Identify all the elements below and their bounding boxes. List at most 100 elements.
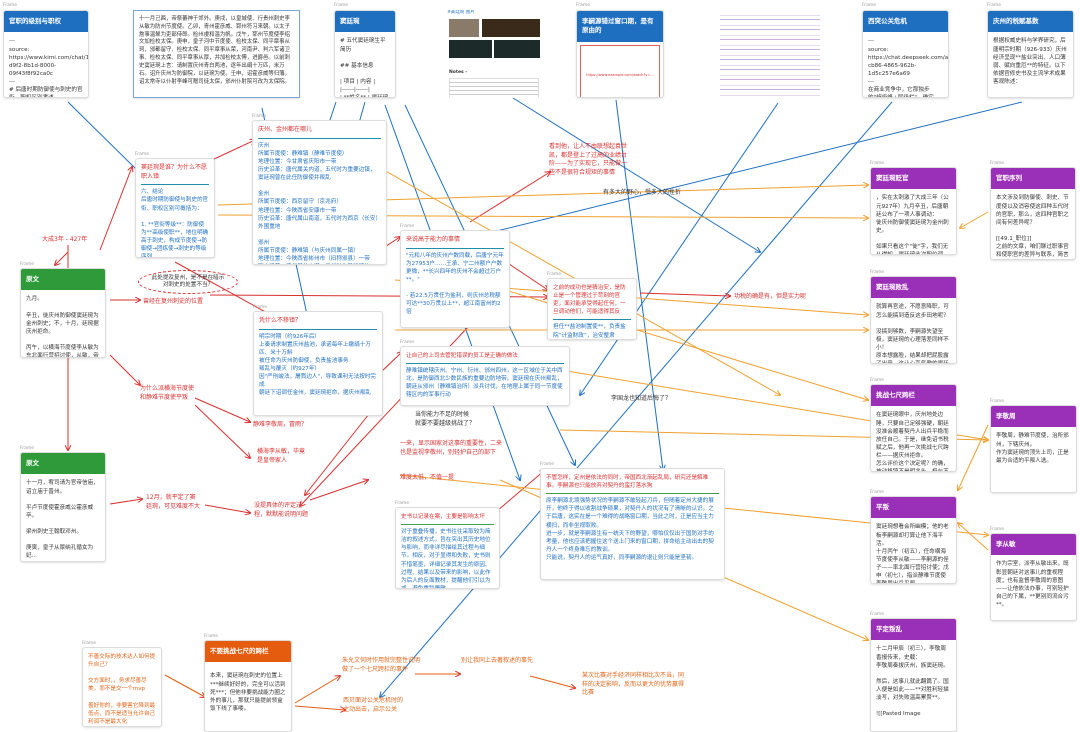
card-body: 根据权威史料与学界研究，后唐明宗时期（926-933）庆州经济呈现**盐业突出、… [993, 38, 1067, 97]
card-dont-challenge[interactable]: 不要挑战七尺的跨栏 本来，窦廷琬在刺史的位置上***继续好好的，完全可以活到死*… [204, 640, 292, 732]
frame-label: Frame [395, 501, 410, 506]
note-ability-low[interactable]: 当你能力不足的时候 就要不要越级挑战了？ [415, 411, 476, 427]
card-success[interactable]: 之前的成功也是猜治安，是防止是一个管理过于苛刻的官吏，面对能承受得起任何，一旦调… [547, 278, 637, 340]
note-jinzhou[interactable]: 曾经在复州刺史的位置 [143, 298, 204, 305]
frame-label: Frame [870, 490, 885, 495]
frame-label: Frame [870, 612, 885, 617]
frame-label: Frame [20, 446, 35, 451]
card-title: 庆州、金州都在哪儿 [258, 126, 313, 133]
card-subtitle: 六、结论 [141, 189, 164, 196]
card-boss[interactable]: 让自己的上司去管犯错误的员工是正确的做法静难镇统辖庆州、宁州、衍州、邠州四州，这… [400, 346, 570, 406]
card-body: 本来，窦廷琬在刺史的位置上***继续好好的，完全可以活到死***；但他非要挑战能… [210, 673, 286, 712]
card-body: 后唐时期防御使与刺史的官衔、职权区别可概括为： 1. **官衔等级**：防御使为… [141, 197, 209, 258]
frame-label: Frame [870, 161, 885, 166]
card-body: 对于重叠传播，史书往往采取较为简洁的叙述方式，旨在突出其历史地位与影响，而非详尽… [401, 529, 491, 589]
card-title: 庆州的税赋基数 [988, 11, 1073, 33]
note-match[interactable]: 某次比赛对手经济同样相比次不当，同 样的决定影响，反而以更大的优势赢得 比赛 [582, 672, 685, 697]
ellipse-note[interactable]: 此处提及复州，是不是在暗示对刺史的处置不当？ [138, 270, 238, 294]
note-kan[interactable]: 看到他，让人不由联想起袁世 凯，都是登上了过高的业绩台 阶——为了实现它，只能做… [549, 143, 628, 177]
card-image-search[interactable]: #窦廷琬 图片 Notes - [447, 10, 577, 98]
card-yuanwen-text[interactable]: 十一月己酉，帝祭蕃神于郊外。庚戌，以皇城使、行贵州刺史李从敏为防州节度使。乙卯，… [133, 10, 300, 98]
notes-heading: Notes - [449, 70, 468, 75]
card-ability[interactable]: 来说高于能力的事情"元和八年的庆州户数同载，后唐宁元年为27953户……王承、宁… [400, 230, 510, 328]
card-title: 西突公关危机 [863, 11, 948, 33]
card-title: 李敬周 [991, 406, 1076, 428]
note-big-ambition[interactable]: 有多大的野心，受多大的挫折 [603, 189, 682, 196]
card-body: ，实在太刺激了大成三年（公元927年）九月辛丑，后唐朝廷公布了一项人事调动： 徙… [876, 195, 949, 254]
note-let-decide[interactable]: 别让我同上去著叙述的事先 [461, 657, 534, 664]
frame-label: Frame [870, 270, 885, 275]
card-body: 本文涉及到防御使、刺史、节度使以及消容使这四种五代时的官职，那么，这四种官职之间… [996, 195, 1069, 259]
card-body: # 五代窦廷琬生平简历 ## 基本信息 | 项目 | 内容 | |------|… [340, 38, 388, 97]
card-lijingzhou[interactable]: 李敬周 李敬周，静难节度使，治所邠州，下辖庆州。 作为窦廷琬的顶头上司，正是最为… [990, 405, 1077, 493]
image-thumbnail[interactable] [449, 19, 479, 37]
card-xulie[interactable]: 官职序列 本文涉及到防御使、刺史、节度使以及消容使这四种五代时的官职，那么，这四… [990, 167, 1076, 260]
card-yuanwen-2[interactable]: 原文 十一月，宥司请为官帝信庙，诏立庙于晋州。 平卢节度使霍彦威公霍彦威卒。 梁… [20, 452, 106, 562]
card-guanzhi[interactable]: 官职的级别与职权 --- source: https://www.kimi.co… [3, 10, 89, 98]
card-title: 不管怎样，定州是依法的同时，帝国西北渐起乱局，研究还是解难事。李嗣源也只能放弃对… [546, 475, 709, 490]
note-li-dont-know[interactable]: 李国龙也知道后悔了？ [611, 395, 672, 402]
card-title: 窦廷琬败乱 [871, 277, 956, 299]
card-title: 史书以记录在案，主要是影响太坏 [401, 514, 485, 520]
note-dacheng[interactable]: 大成3年 - 427年 [42, 236, 88, 243]
card-xitu[interactable]: 西突公关危机 --- source: https://chat.deepseek… [862, 10, 949, 98]
card-tiaozhan[interactable]: 挑战七尺跨栏 在窦廷琬眼中，庆州地处边陲，只要自己足够强硬，朝廷没准会顺着契丹人… [870, 384, 957, 472]
note-tax-money[interactable]: 功税的确是有，但是实力呢 [734, 293, 807, 300]
card-bianguan[interactable]: 窦廷琬贬官 ，实在太刺激了大成三年（公元927年）九月辛丑，后唐朝廷公布了一项人… [870, 167, 957, 255]
frame-label: Frame [334, 3, 349, 8]
note-one-two[interactable]: 一来，显示国家对这事的重要性，二来 也是监视李敬州，别轻护自己的部下 [400, 440, 503, 456]
note-jingnan[interactable]: 静难李敬周，冒雨？ [253, 421, 308, 428]
frame-label: Frame [3, 3, 18, 8]
frame-label: Frame [547, 272, 562, 277]
card-title: 平定叛乱 [871, 619, 956, 641]
note-why-two[interactable]: 为什么派横海节度使 和静难节度使平叛 [140, 385, 195, 401]
note-dec[interactable]: 12月，就平定了窦 廷琬，可见难度不大 [146, 494, 201, 510]
card-anyway[interactable]: 不管怎样，定州是依法的同时，帝国西北渐起乱局，研究还是解难事。李嗣源也只能放弃对… [540, 468, 725, 580]
note-henghai[interactable]: 横海李从敏，毕竟 是皇帝家人 [257, 448, 306, 464]
note-xitu[interactable]: 西贝面对公关危机时的 主动出击，启示公关 [343, 697, 404, 713]
card-body: 庆州 所属节度使：静难镇（静难节度使） 地理位置：今甘肃省庆阳市一带 历史沿革：… [258, 142, 379, 263]
card-jiaoji[interactable]: 不善交际的技术达人如何提升自己？ 交方面时，，务求尽善尽美，而不是交一个mvp … [82, 647, 162, 727]
card-douting[interactable]: 窦廷琬 # 五代窦廷琬生平简历 ## 基本信息 | 项目 | 内容 | |---… [334, 10, 396, 98]
card-title: 窦廷琬是谁？为什么不愿职入镇 [141, 164, 208, 180]
card-qingzhou-tax[interactable]: 庆州的税赋基数 根据权威史料与学界研究，后唐明宗时期（926-933）庆州经济呈… [987, 10, 1074, 98]
card-body: 作为宗室，派李从敏出来，既彰显朝廷对这事儿的重视程度；也有监督李敬周的意图——让… [996, 561, 1069, 608]
card-pingpan[interactable]: 平叛 窦廷琬想看会所幽模；他的老板李嗣源却打算让他下海平活。 十月丙午（初五），… [870, 496, 957, 584]
card-title: 来说高于能力的事情 [406, 236, 461, 243]
card-pingding[interactable]: 平定叛乱 十二月甲辰（初三），李敬周香报传来，史载： 李敬周奏拔庆州，族窦廷琬。… [870, 618, 957, 732]
card-body: --- source: https://www.kimi.com/chat/19… [9, 38, 89, 97]
note-zhuyuan[interactable]: 朱允文何时作用就完整性说明 做了一个七尺跨栏的事件 [342, 657, 421, 673]
frame-label: Frame [82, 641, 97, 646]
frame-label: Frame [990, 527, 1005, 532]
card-lisiyuan[interactable]: 李嗣源错过窗口期，是有原由的 https://www.example.com/w… [576, 10, 664, 98]
card-body: 不善交际的技术达人如何提升自己？ 交方面时，，务求尽善尽美，而不是交一个mvp … [88, 654, 156, 725]
card-title: 原文 [21, 269, 105, 291]
card-title: 凭什么不移镇？ [259, 317, 302, 324]
frame-label: Frame [540, 462, 555, 467]
frame-label: Frame [987, 3, 1002, 8]
frame-label: Frame [400, 224, 415, 229]
card-yuanwen-1[interactable]: 原文 九月。 辛丑，徙庆州防御使窦廷琬为金州刺史；不，十月，廷琬据庆州拒命。 丙… [20, 268, 106, 358]
frame-label: Frame [400, 340, 415, 345]
notes-preview [449, 78, 539, 98]
card-title: 挑战七尺跨栏 [871, 385, 956, 407]
card-body: 李敬周，静难节度使，治所邠州，下辖庆州。 作为窦廷琬的顶头上司，正是最为合适的平… [996, 433, 1069, 464]
frame-label: Frame [252, 114, 267, 119]
note-no-detail[interactable]: 没提具体的评定过 程，默默能说明问题 [254, 502, 309, 518]
image-thumbnail[interactable] [494, 40, 540, 58]
search-results-screenshot[interactable] [720, 10, 820, 98]
card-bailuan[interactable]: 窦廷琬败乱 就算再官途，不愿意降职，可怎么能搞到造反这步田地呢？ 没搞到够数，李… [870, 276, 957, 364]
card-where[interactable]: 庆州、金州都在哪儿庆州 所属节度使：静难镇（静难节度使） 地理位置：今甘肃省庆阳… [252, 120, 387, 265]
card-why-not[interactable]: 凭什么不移镇？明宗时期（约926年后） 上奏请求制置庆州盐池，承诺每年上缴绢十万… [253, 311, 383, 416]
frame-label: Frame [862, 3, 877, 8]
card-licongmin[interactable]: 李从敏 作为宗室，派李从敏出来，既彰显朝廷对这事儿的重视程度；也有监督李敬周的意… [990, 533, 1077, 621]
card-title: 之前的成功也是猜治安，是防止是一个管理过于苛刻的官吏，面对能承受得起任何，一旦调… [553, 285, 626, 316]
note-jiadu[interactable]: 难度太低，不值一提 [400, 474, 455, 481]
image-thumbnail[interactable] [449, 40, 492, 58]
embed-link[interactable]: https://www.example.com/watch?v=... [580, 44, 660, 97]
image-thumbnail[interactable] [482, 19, 540, 37]
card-who[interactable]: 窦廷琬是谁？为什么不愿职入镇六、结论后唐时期防御使与刺史的官衔、职权区别可概括为… [135, 158, 215, 258]
card-title: #窦廷琬 图片 [447, 10, 475, 15]
card-record[interactable]: 史书以记录在案，主要是影响太坏对于重叠传播，史书往往采取较为简洁的叙述方式，旨在… [395, 507, 500, 589]
card-body: 担任**盐池制置使**，负责盐院“计监财政”，治安整肃 [553, 324, 626, 339]
